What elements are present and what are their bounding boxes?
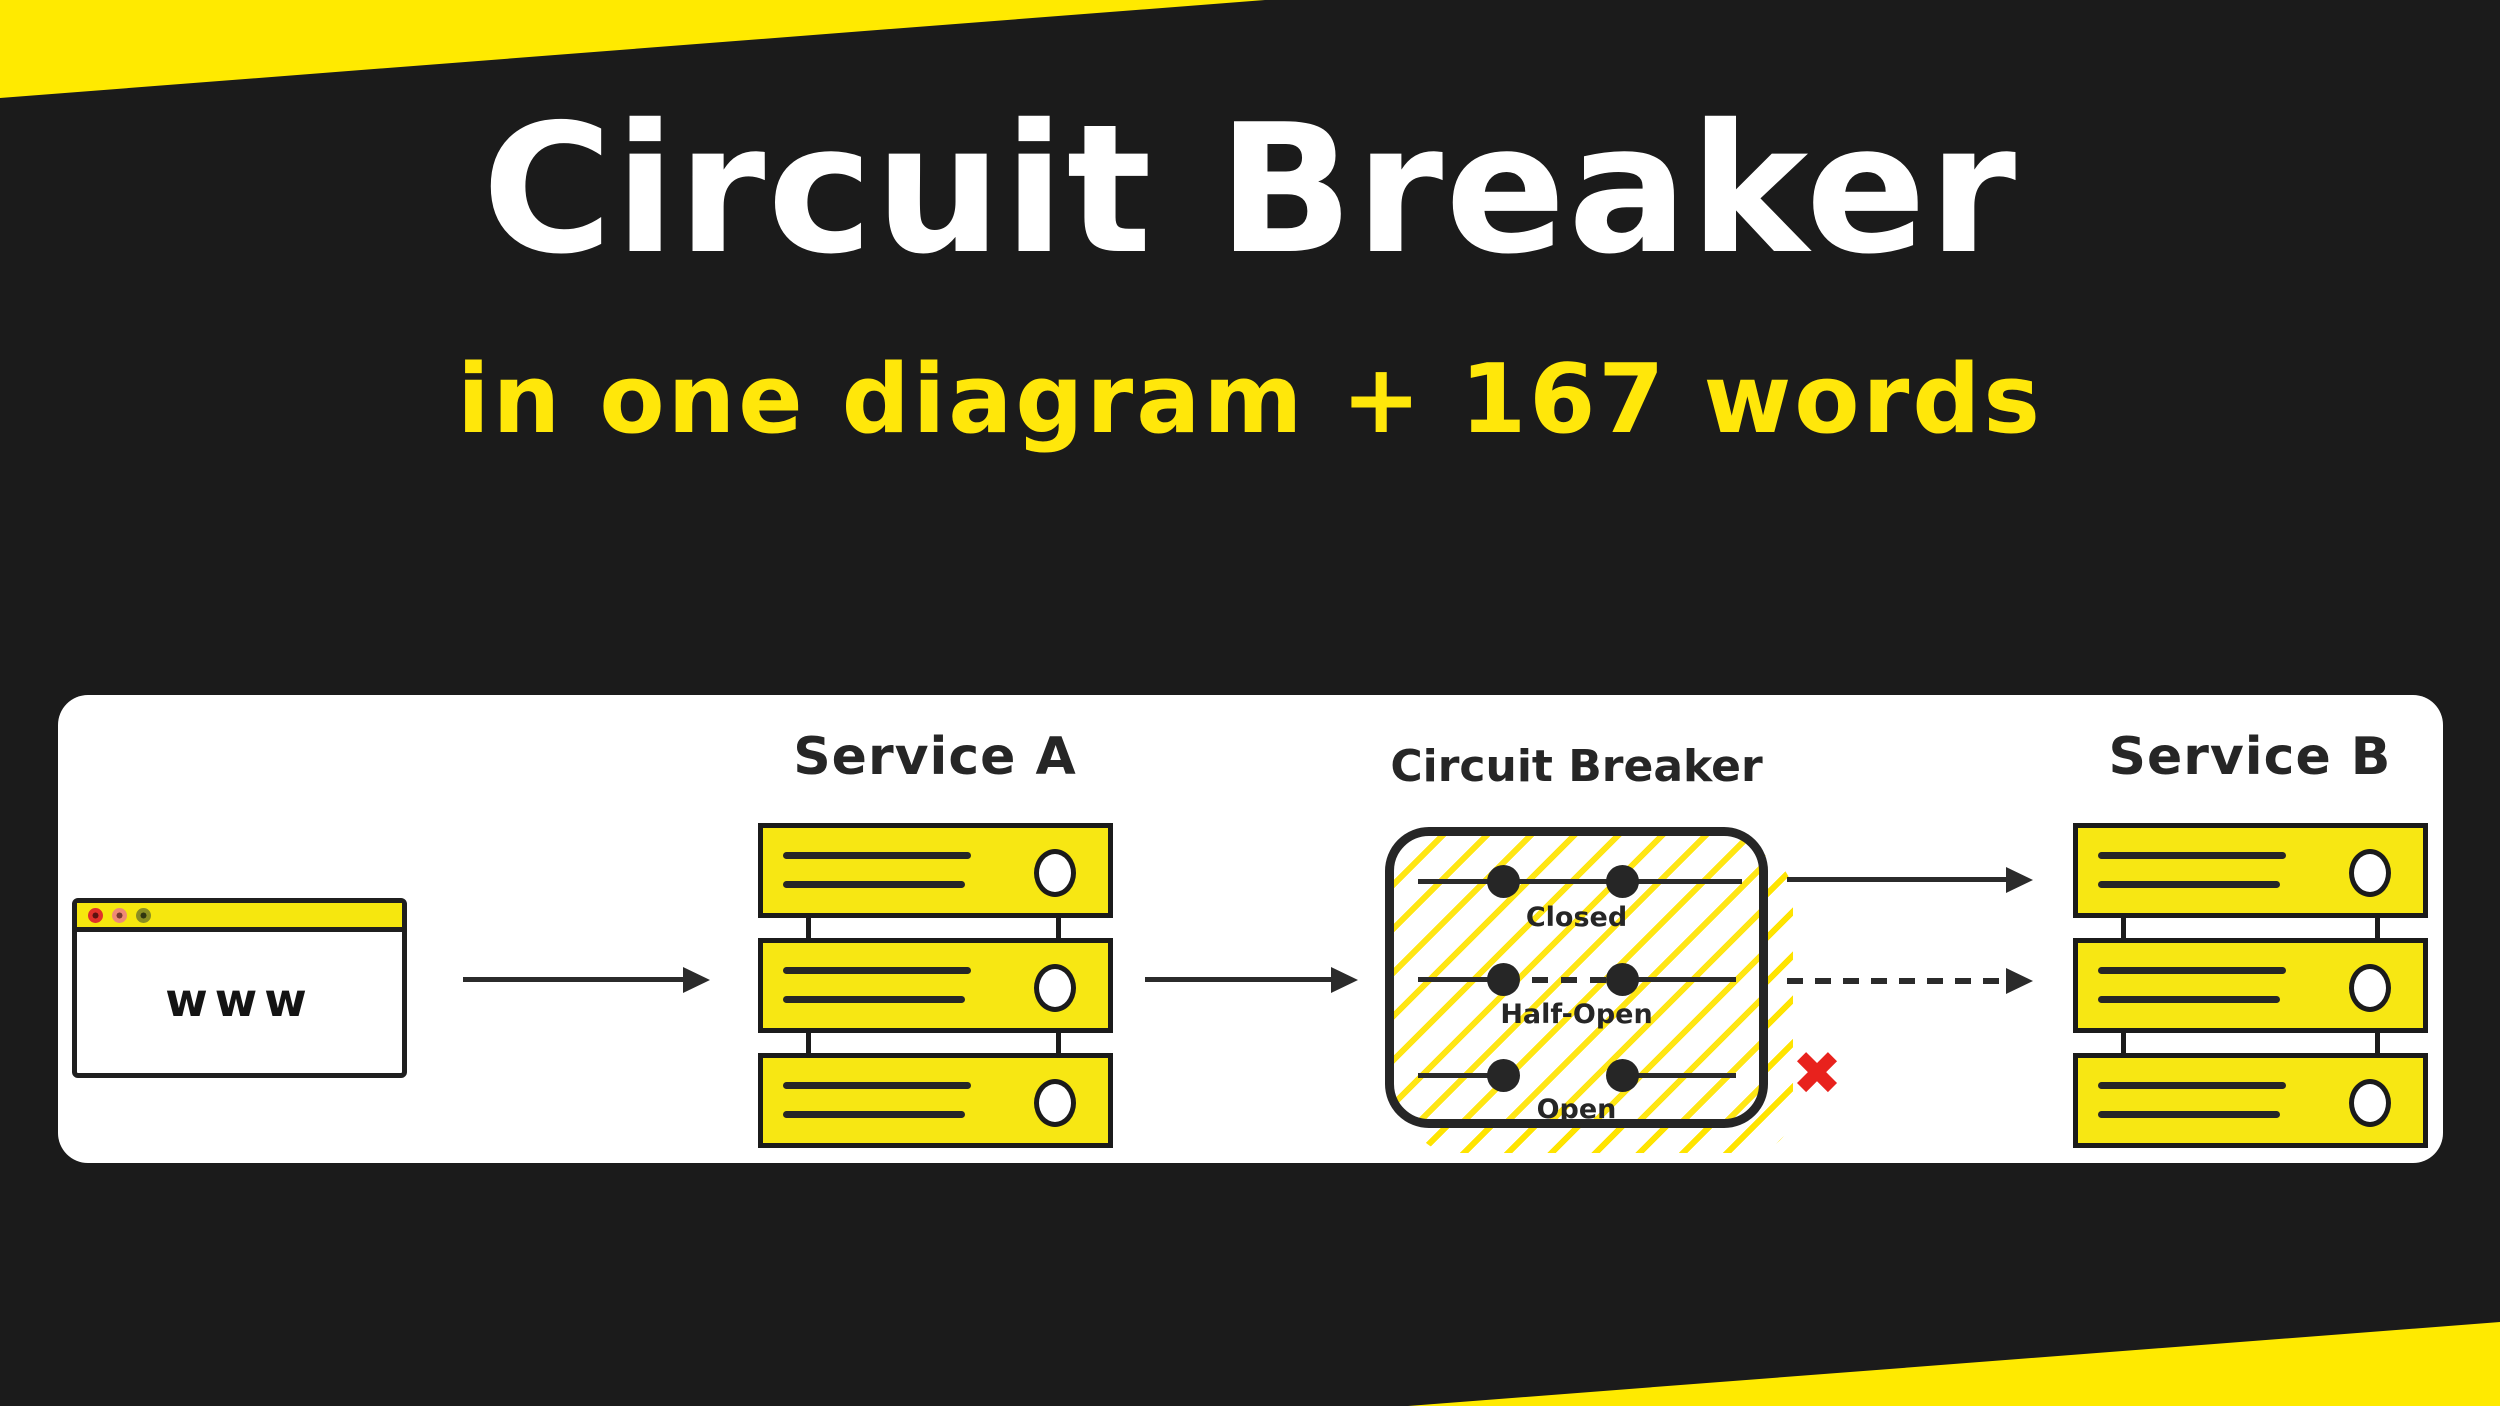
state-contact-dot [1606,963,1639,996]
service-a-server-2 [758,938,1113,1033]
server-detail-line [2098,881,2280,888]
state-half-open-line [1622,977,1736,982]
server-detail-line [783,1082,971,1089]
arrow-service-a-to-circuit-breaker [1145,966,1358,993]
server-led-icon [1034,1079,1076,1127]
state-closed-line [1418,879,1742,884]
state-closed-label: Closed [1525,902,1628,933]
server-connector [806,916,811,940]
server-led-icon [1034,849,1076,897]
circuit-breaker-label: Circuit Breaker [1390,741,1763,792]
window-control-zoom-icon [136,907,151,923]
page-title: Circuit Breaker [481,86,2019,293]
server-detail-line [2098,996,2280,1003]
state-contact-dot [1487,865,1520,898]
arrow-circuit-breaker-to-service-b-blocked [1787,968,2033,994]
server-connector [2375,1031,2380,1055]
server-connector [2375,916,2380,940]
server-detail-line [2098,967,2286,974]
server-detail-line [783,1111,965,1118]
window-control-close-icon [88,907,103,923]
server-led-icon [2349,1079,2391,1127]
state-half-open-label: Half-Open [1500,999,1653,1030]
service-b-label: Service B [2108,727,2392,787]
state-half-open-line [1418,977,1503,982]
state-open-line [1418,1073,1503,1078]
service-b-server-3 [2073,1053,2428,1148]
service-b-server-1 [2073,823,2428,918]
client-label: www [165,973,314,1027]
arrow-circuit-breaker-to-service-b-success [1787,866,2033,893]
server-led-icon [2349,964,2391,1012]
service-a-label: Service A [793,727,1077,787]
server-connector [1056,1031,1061,1055]
circuit-breaker-box: Closed Half-Open Open [1385,827,1768,1128]
state-contact-dot [1606,1059,1639,1092]
service-a-server-3 [758,1053,1113,1148]
state-open-label: Open [1536,1094,1617,1125]
diagram-panel: www Service A Circuit Breaker [58,695,2443,1163]
arrow-client-to-service-a [463,966,710,993]
server-detail-line [783,852,971,859]
browser-body: www [77,932,402,1068]
server-connector [806,1031,811,1055]
server-detail-line [783,996,965,1003]
failure-x-icon: ✖ [1791,1039,1843,1109]
server-detail-line [2098,1111,2280,1118]
server-connector [2121,916,2126,940]
browser-window: www [72,898,407,1078]
state-contact-dot [1487,963,1520,996]
server-connector [2121,1031,2126,1055]
server-detail-line [2098,852,2286,859]
page-subtitle: in one diagram + 167 words [457,345,2043,455]
service-a-server-1 [758,823,1113,918]
browser-titlebar [77,903,402,932]
server-detail-line [783,967,971,974]
server-led-icon [1034,964,1076,1012]
server-led-icon [2349,849,2391,897]
state-contact-dot [1487,1059,1520,1092]
service-b-server-2 [2073,938,2428,1033]
server-connector [1056,916,1061,940]
state-half-open-dashed-segment [1503,977,1622,983]
state-contact-dot [1606,865,1639,898]
server-detail-line [2098,1082,2286,1089]
corner-wedge-bottom-right [1408,1322,2500,1406]
window-control-minimize-icon [112,907,127,923]
server-detail-line [783,881,965,888]
state-open-line [1622,1073,1736,1078]
corner-wedge-top-left [0,0,1265,98]
